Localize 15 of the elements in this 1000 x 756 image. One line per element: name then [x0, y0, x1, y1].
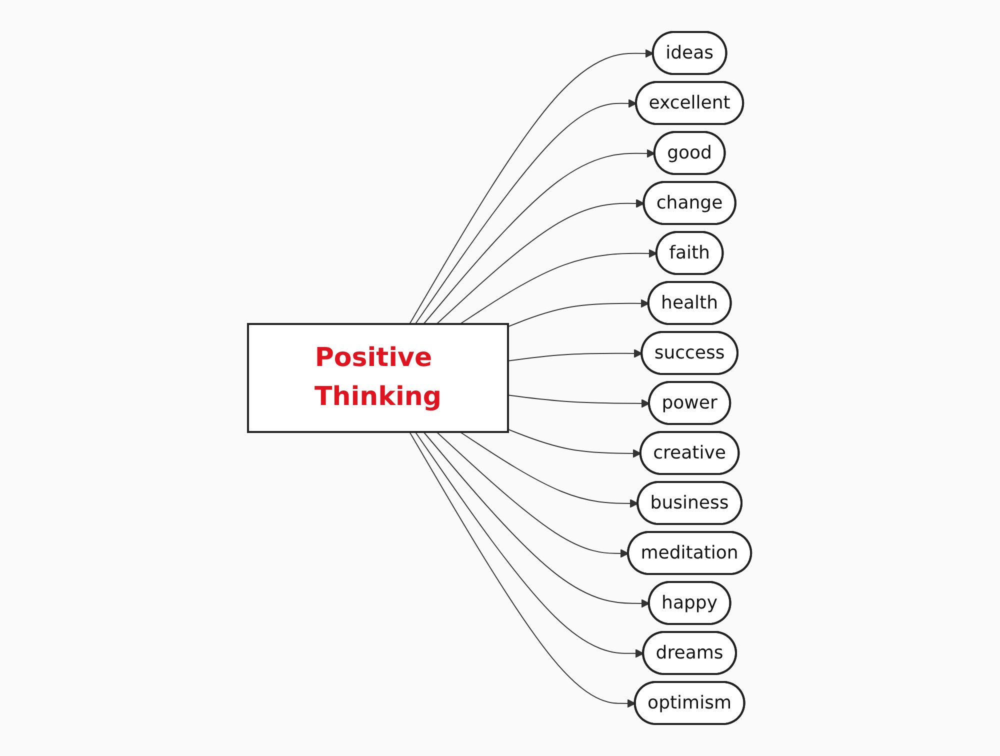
arrow [415, 99, 638, 324]
arrow [508, 394, 650, 408]
arrow [508, 428, 642, 458]
arrow [436, 432, 630, 558]
arrow [424, 149, 656, 324]
arrow [508, 299, 650, 328]
arrow [415, 432, 644, 658]
arrow [410, 49, 654, 324]
arrow [460, 249, 658, 324]
arrow [460, 432, 639, 508]
arrow [436, 199, 646, 324]
node-box: Positive Thinking [247, 323, 510, 433]
arrow [508, 349, 643, 362]
arrow [424, 432, 650, 608]
arrow [410, 432, 636, 708]
